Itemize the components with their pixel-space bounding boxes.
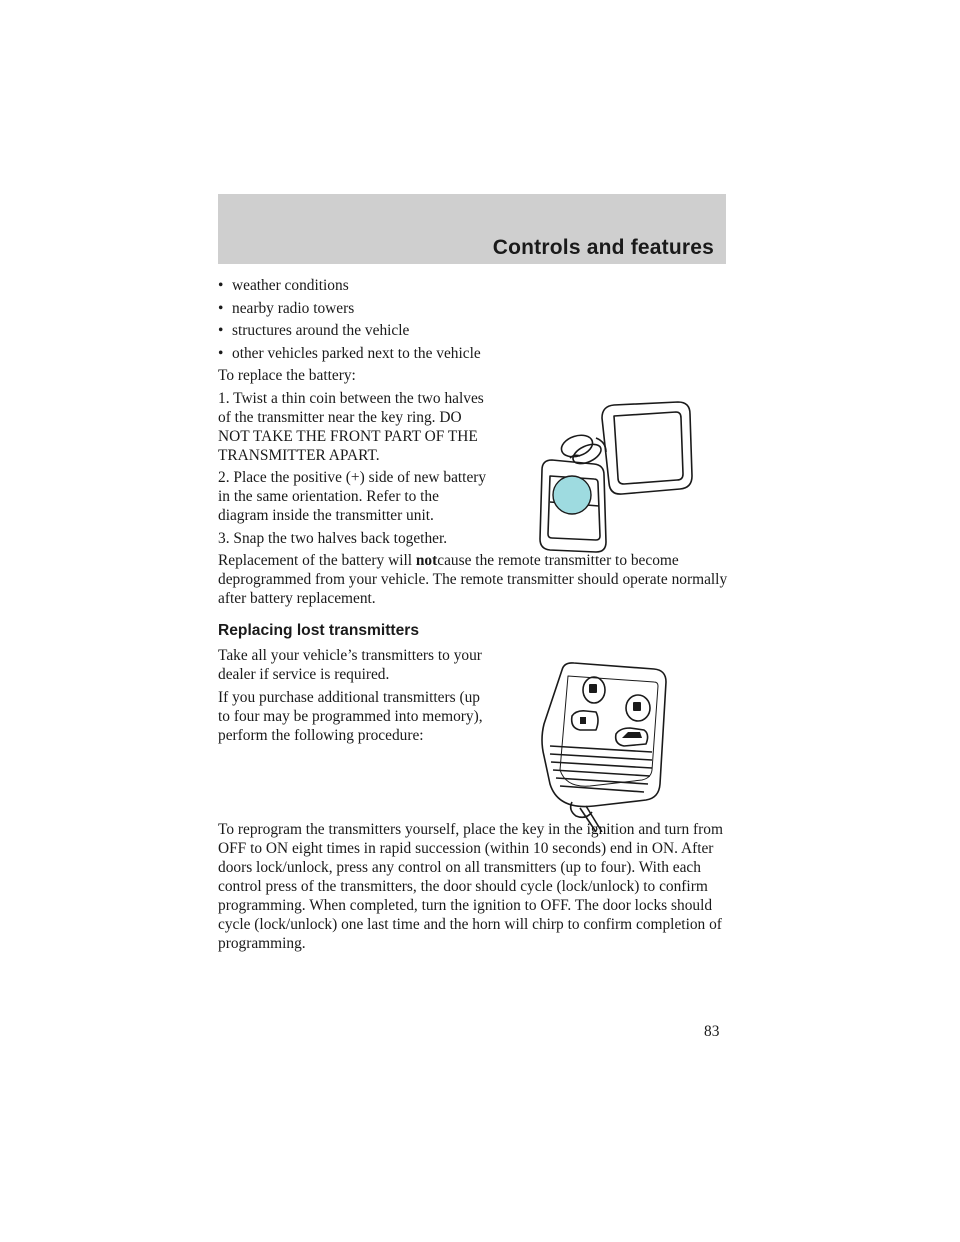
page-number: 83 — [704, 1023, 720, 1040]
keyfob-remote-icon — [541, 662, 667, 832]
section-header-band: Controls and features — [218, 194, 726, 264]
battery-intro: To replace the battery: — [218, 367, 356, 384]
page-content: weather conditions nearby radio towers s… — [218, 276, 728, 956]
interference-list: weather conditions nearby radio towers s… — [218, 276, 728, 363]
battery-step-1: 1. Twist a thin coin between the two hal… — [218, 389, 484, 464]
list-item: weather conditions — [218, 276, 728, 295]
transmitter-open-icon — [539, 401, 693, 553]
list-item: other vehicles parked next to the vehicl… — [218, 344, 728, 363]
battery-cell — [552, 475, 592, 515]
battery-note-start: Replacement of the battery will — [218, 552, 416, 569]
battery-note-emphasis: not — [415, 552, 438, 569]
lost-para-3: To reprogram the transmitters yourself, … — [218, 820, 723, 952]
list-item: structures around the vehicle — [218, 321, 728, 340]
battery-note: Replacement of the battery will notcause… — [218, 551, 728, 608]
battery-note-end: cause the remote transmitter to become d… — [218, 552, 728, 607]
battery-step-2: 2. Place the positive (+) side of new ba… — [218, 469, 487, 524]
list-item: nearby radio towers — [218, 299, 728, 318]
lost-para-2: If you purchase additional transmitters … — [218, 688, 483, 744]
battery-step-3: 3. Snap the two halves back together. — [218, 529, 448, 547]
lost-para-1: Take all your vehicle’s transmitters to … — [218, 647, 482, 683]
section-title: Controls and features — [492, 236, 714, 259]
section-heading-lost-transmitters: Replacing lost transmitters — [218, 622, 420, 639]
